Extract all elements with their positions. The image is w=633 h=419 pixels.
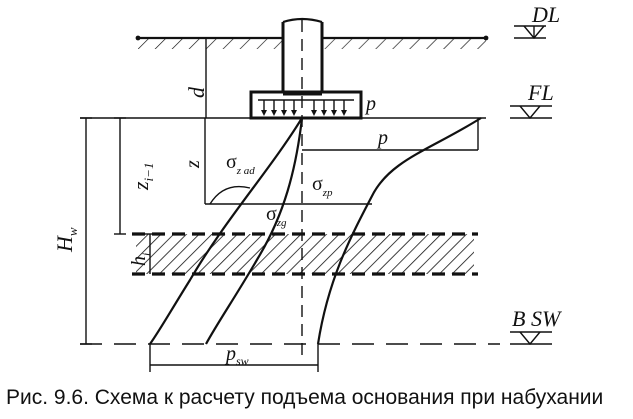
label-hi-main: h — [128, 256, 150, 266]
stress-curves — [149, 117, 482, 345]
label-hi-sub: i — [139, 253, 153, 256]
label-hw: Hw — [52, 227, 80, 253]
label-sigma-zg-main: σ — [266, 203, 277, 225]
label-sigma-zad-main: σ — [226, 151, 237, 173]
labels: DL FL B SW d p p z zi−1 Hw hi σz ad σzp … — [52, 2, 562, 368]
label-sigma-zg: σzg — [266, 203, 287, 229]
label-sigma-zp-main: σ — [312, 173, 323, 195]
label-p-dim: p — [376, 127, 388, 149]
label-bsw: B SW — [512, 306, 562, 331]
label-psw: psw — [224, 343, 249, 368]
label-sigma-zp: σzp — [312, 173, 333, 199]
dl-level-marker — [514, 25, 546, 40]
label-z-prev-sub: i−1 — [141, 163, 156, 182]
label-sigma-zg-sub: zg — [276, 217, 287, 229]
label-p-load: p — [364, 93, 376, 115]
label-sigma-zad: σz ad — [226, 151, 255, 177]
bsw-level-marker — [510, 331, 552, 346]
fl-level-marker — [510, 105, 552, 120]
figure-caption: Рис. 9.6. Схема к расчету подъема основа… — [6, 386, 604, 409]
swelling-layer — [132, 232, 478, 276]
label-sigma-zad-sub: z ad — [236, 165, 256, 177]
dimension-lines — [80, 38, 479, 372]
label-fl: FL — [527, 80, 554, 105]
label-hi: hi — [128, 253, 153, 266]
label-hw-sub: w — [65, 227, 80, 236]
label-psw-main: p — [224, 343, 236, 365]
label-psw-sub: sw — [236, 354, 249, 368]
label-d: d — [184, 86, 209, 98]
ground-surface — [135, 35, 489, 49]
label-z-prev: zi−1 — [128, 163, 156, 191]
label-z: z — [182, 160, 204, 169]
label-z-prev-main: z — [128, 181, 153, 191]
label-sigma-zp-sub: zp — [322, 187, 333, 199]
footing-pressure-arrows — [258, 99, 354, 116]
label-hw-main: H — [52, 235, 77, 253]
label-dl: DL — [531, 2, 560, 27]
